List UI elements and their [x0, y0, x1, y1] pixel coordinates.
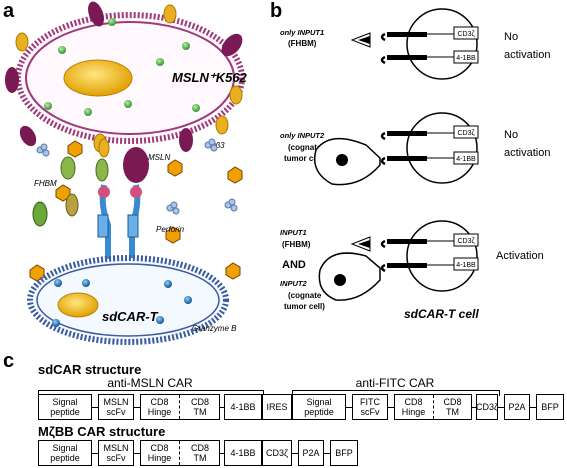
k562-nucleus — [63, 59, 133, 97]
mzbb-block-cd8-hinge: CD8 Hinge — [141, 441, 178, 465]
panel-c: c sdCAR structure anti-MSLN CAR anti-FIT… — [0, 350, 567, 468]
avb3-bound — [98, 138, 110, 158]
row2-bb-label: 4-1BB — [456, 156, 476, 163]
sdcar-block-msln-scfv: MSLN scFv — [98, 394, 134, 420]
sdcar-link-7 — [498, 407, 504, 408]
sdcar-divider-2 — [433, 395, 434, 419]
sdcar-block-signal-peptide: Signal peptide — [38, 394, 92, 420]
row3-cell: CD3ζ 4-1BB — [380, 220, 479, 292]
sdcar-block-cd8-tm: CD8 TM — [181, 395, 219, 419]
row3-input1-label-2: (FHBM) — [282, 240, 311, 249]
avb3-integrins — [15, 4, 243, 153]
sdcar-block-cd8-hinge: CD8 Hinge — [141, 395, 178, 419]
row1-input-label-1: only INPUT1 — [280, 28, 324, 37]
row3-cd3-label: CD3ζ — [457, 238, 474, 245]
sdcar-block-fitc-scfv: FITC scFv — [352, 394, 388, 420]
sdcar-structure-title: sdCAR structure — [38, 362, 142, 377]
sdcar-t-label: sdCAR-T — [102, 309, 159, 324]
k562-label: MSLN⁺K562 — [172, 70, 248, 85]
msln-antigens — [5, 1, 243, 152]
fhbm-label: FHBM — [34, 179, 57, 188]
mzbb-link-5 — [324, 453, 330, 454]
fhbm-particles — [29, 140, 243, 282]
sdcar-t-cell-label: sdCAR-T cell — [404, 307, 479, 321]
panel-b-letter: b — [270, 0, 283, 22]
mzbb-link-2 — [134, 453, 140, 454]
mzbb-block-4-1bb: 4-1BB — [224, 440, 262, 466]
row1-outcome-2: activation — [504, 49, 550, 61]
msln-bound — [123, 147, 149, 183]
row2-outcome-1: No — [504, 129, 518, 141]
sdcar-link-4 — [346, 407, 352, 408]
panel-c-letter: c — [3, 350, 15, 372]
sdcar-block-cd8-hinge-2: CD8 Hinge — [395, 395, 432, 419]
anti-msln-car-label: anti-MSLN CAR — [107, 376, 193, 390]
anti-fitc-car-label: anti-FITC CAR — [355, 376, 435, 390]
row3-input2-label-3: tumor cell) — [284, 302, 325, 311]
row3-input1-label-1: INPUT1 — [280, 228, 307, 237]
sdcar-block-p2a: P2A — [504, 394, 530, 420]
row3-tumor-cell — [318, 252, 381, 301]
row1-outcome-1: No — [504, 31, 518, 43]
panel-a-illustration: MSLN⁺K562 αvβ3 — [5, 1, 248, 345]
sdcar-block-bfp: BFP — [536, 394, 564, 420]
sdcar-link-6 — [472, 407, 476, 408]
mzbb-structure-title: MζBB CAR structure — [38, 424, 166, 439]
k562-cell: MSLN⁺K562 — [15, 12, 248, 144]
sdcar-block-ires: IRES — [262, 394, 292, 420]
row2-cell: CD3ζ 4-1BB — [380, 112, 479, 184]
mzbb-link-4 — [292, 453, 298, 454]
sdcar-link-1 — [92, 407, 98, 408]
perforin-label: Perforin — [156, 225, 185, 234]
mzbb-link-3 — [220, 453, 224, 454]
sdcar-link-3 — [220, 407, 224, 408]
mzbb-block-cd3z: CD3ζ — [262, 440, 292, 466]
row2-cd3-label: CD3ζ — [457, 130, 474, 137]
row1-inputs: only INPUT1 (FHBM) — [280, 28, 371, 48]
granzyme-label: Granzyme B — [192, 324, 237, 333]
mzbb-divider — [179, 441, 180, 465]
sdcar-block-cd8-tm-2: CD8 TM — [434, 395, 471, 419]
anti-msln-car-bracket — [38, 390, 264, 396]
row2-input-label-1: only INPUT2 — [280, 131, 325, 140]
sdcar-block-signal-peptide-2: Signal peptide — [292, 394, 346, 420]
panel-a-letter: a — [3, 0, 15, 22]
mzbb-block-bfp: BFP — [330, 440, 358, 466]
row3-inputs: INPUT1 (FHBM) AND INPUT2 (cognate tumor … — [280, 228, 381, 311]
sdcar-block-4-1bb: 4-1BB — [224, 394, 262, 420]
row3-input2-label-1: INPUT2 — [280, 279, 308, 288]
row1-input-label-2: (FHBM) — [288, 39, 317, 48]
mzbb-block-signal-peptide: Signal peptide — [38, 440, 92, 466]
mzbb-block-p2a: P2A — [298, 440, 324, 466]
sdcar-link-2 — [134, 407, 140, 408]
sdcar-divider-1 — [179, 395, 180, 419]
row1-bb-label: 4-1BB — [456, 55, 476, 62]
row2-outcome-2: activation — [504, 147, 550, 159]
sdcar-link-8 — [530, 407, 536, 408]
car-receptors — [97, 184, 142, 260]
row3-outcome: Activation — [496, 250, 544, 262]
sdcar-link-5 — [388, 407, 394, 408]
row2-input-label-3: tumor cell) — [284, 154, 325, 163]
row3-input2-label-2: (cognate — [288, 291, 322, 300]
row1-cd3-label: CD3ζ — [457, 31, 474, 38]
row3-and-label: AND — [282, 259, 306, 271]
mzbb-block-msln-scfv: MSLN scFv — [98, 440, 134, 466]
mzbb-block-cd8-tm: CD8 TM — [181, 441, 219, 465]
fhbm-molecules — [32, 156, 109, 227]
panel-b-illustration: only INPUT1 (FHBM) CD3ζ 4-1BB No activat… — [280, 8, 550, 321]
row3-bb-label: 4-1BB — [456, 262, 476, 269]
row1-cell: CD3ζ 4-1BB — [380, 8, 479, 80]
sdcar-block-cd3z: CD3ζ — [476, 394, 498, 420]
msln-label: MSLN — [148, 153, 170, 162]
sdcar-t-cell: sdCAR-T — [27, 255, 229, 345]
anti-fitc-car-bracket — [292, 390, 500, 396]
row2-input-label-2: (cognate — [288, 143, 322, 152]
row2-inputs: only INPUT2 (cognate tumor cell) — [280, 131, 381, 186]
mzbb-link-1 — [92, 453, 98, 454]
